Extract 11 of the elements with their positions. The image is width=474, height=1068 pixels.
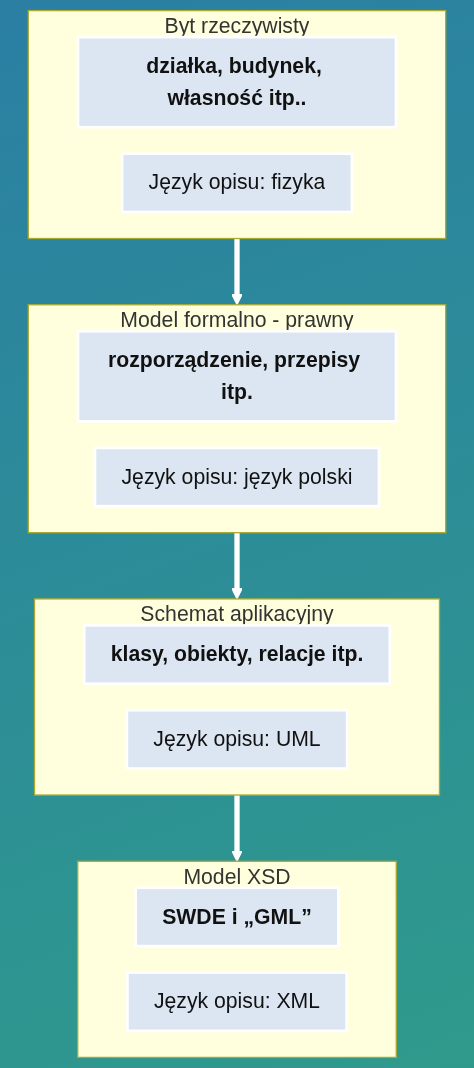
node-box: Język opisu: XML: [126, 971, 348, 1033]
arrow: [231, 238, 243, 306]
node-box: Język opisu: fizyka: [120, 152, 354, 214]
arrow: [231, 532, 243, 600]
node-box: działka, budynek, własność itp..: [76, 35, 398, 129]
node-box: Język opisu: język polski: [93, 446, 381, 508]
node-box: Język opisu: UML: [125, 708, 349, 770]
node-box: klasy, obiekty, relacje itp.: [82, 624, 392, 686]
arrow: [231, 795, 243, 862]
node-box: rozporządzenie, przepisy itp.: [76, 329, 398, 423]
node-box: SWDE i „GML”: [134, 886, 340, 948]
